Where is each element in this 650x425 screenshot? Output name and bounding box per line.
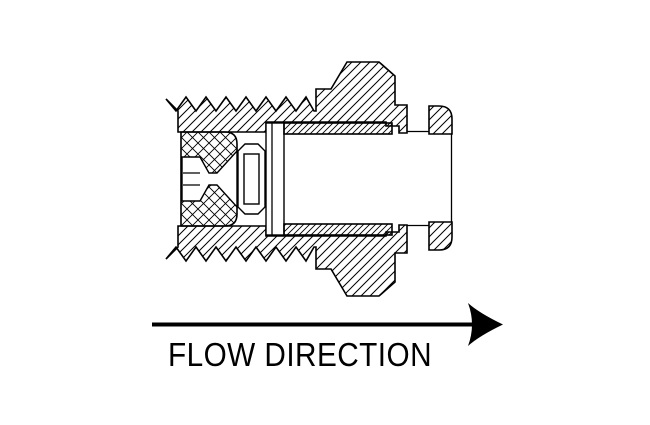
inner-sleeve (265, 122, 393, 236)
guide-neck (237, 143, 266, 215)
tube-nut-rim-lower (428, 221, 453, 251)
tube-outline (407, 130, 453, 227)
tube-nut-rim-upper (428, 105, 453, 135)
flow-arrowhead (468, 303, 503, 346)
body-section-upper (165, 61, 408, 134)
orifice-passage (181, 149, 238, 209)
body-section-lower (165, 224, 408, 297)
flow-arrow (152, 303, 503, 346)
sleeve-top-wall (283, 122, 393, 135)
flow-direction-label: FLOW DIRECTION (168, 336, 432, 373)
sleeve-bottom-wall (283, 223, 393, 236)
sleeve-end-wall (265, 122, 285, 236)
orifice-insert (180, 131, 238, 227)
